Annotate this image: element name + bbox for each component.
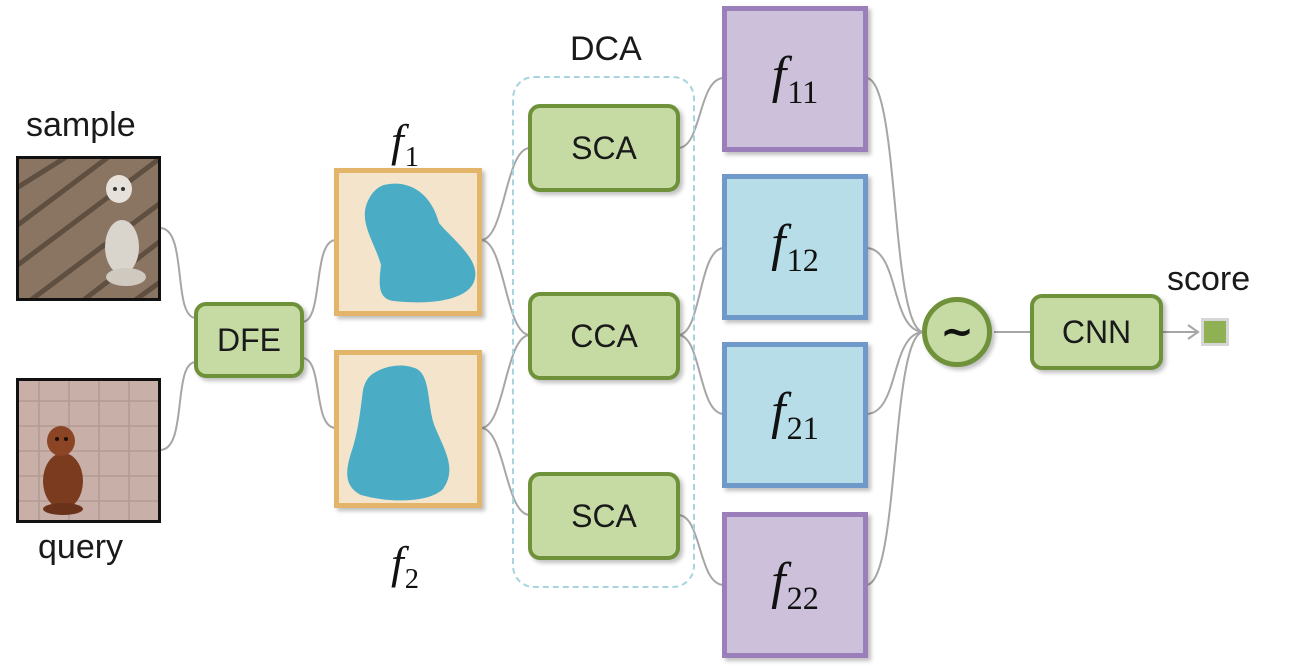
wire-sca-top-f11 (677, 77, 725, 149)
wire-query-dfe (159, 361, 197, 451)
cca-label: CCA (570, 317, 638, 354)
f22-label: f22 (771, 552, 819, 617)
wire-f2-cca (480, 334, 531, 429)
f22-feature: f22 (722, 512, 868, 658)
sca-bottom-label: SCA (571, 497, 637, 534)
dca-group-frame (512, 76, 695, 588)
wire-f21-sim (865, 331, 925, 415)
wire-cca-f21 (677, 334, 725, 415)
query-dog-picture (19, 381, 158, 520)
f1-label: f1 (391, 115, 420, 173)
wire-f1-cca (480, 239, 531, 336)
cnn-label: CNN (1061, 313, 1132, 350)
f12-feature: f12 (722, 174, 868, 320)
wire-f12-sim (865, 247, 925, 333)
wire-sample-dfe (159, 227, 197, 319)
f11-label: f11 (771, 46, 819, 111)
f21-feature: f21 (722, 342, 868, 488)
query-label: query (38, 528, 124, 566)
wire-f11-sim (865, 77, 925, 333)
cca-module: CCA (528, 292, 680, 380)
sample-label: sample (26, 106, 136, 144)
score-output (1201, 318, 1229, 346)
wire-dfe-f1 (301, 239, 337, 323)
wire-f2-sca-bottom (480, 427, 531, 516)
f21-label: f21 (771, 382, 819, 447)
wire-f22-sim (865, 331, 925, 586)
f1-blob-shape (364, 183, 476, 303)
wire-dfe-f2 (301, 357, 337, 429)
query-image (16, 378, 161, 523)
sample-image (16, 156, 161, 301)
wire-f1-sca-top (480, 147, 531, 241)
wire-sca-bottom-f22 (677, 514, 725, 586)
sca-bottom-module: SCA (528, 472, 680, 560)
f2-feature-map (334, 350, 482, 508)
f2-label: f2 (391, 537, 420, 595)
f11-feature: f11 (722, 6, 868, 152)
f2-blob-shape (347, 365, 450, 501)
dfe-module: DFE (194, 302, 304, 378)
sca-top-label: SCA (571, 129, 637, 166)
similarity-node: ~ (922, 297, 992, 367)
dfe-label: DFE (217, 321, 281, 358)
wire-cca-f12 (677, 247, 725, 336)
cnn-module: CNN (1030, 294, 1163, 370)
f1-feature-map (334, 168, 482, 316)
similarity-symbol: ~ (940, 309, 974, 355)
sca-top-module: SCA (528, 104, 680, 192)
sample-dog-picture (19, 159, 158, 298)
arrow-head-score (1187, 324, 1200, 340)
score-label: score (1167, 260, 1251, 298)
f12-label: f12 (771, 214, 819, 279)
dca-label: DCA (570, 30, 642, 68)
